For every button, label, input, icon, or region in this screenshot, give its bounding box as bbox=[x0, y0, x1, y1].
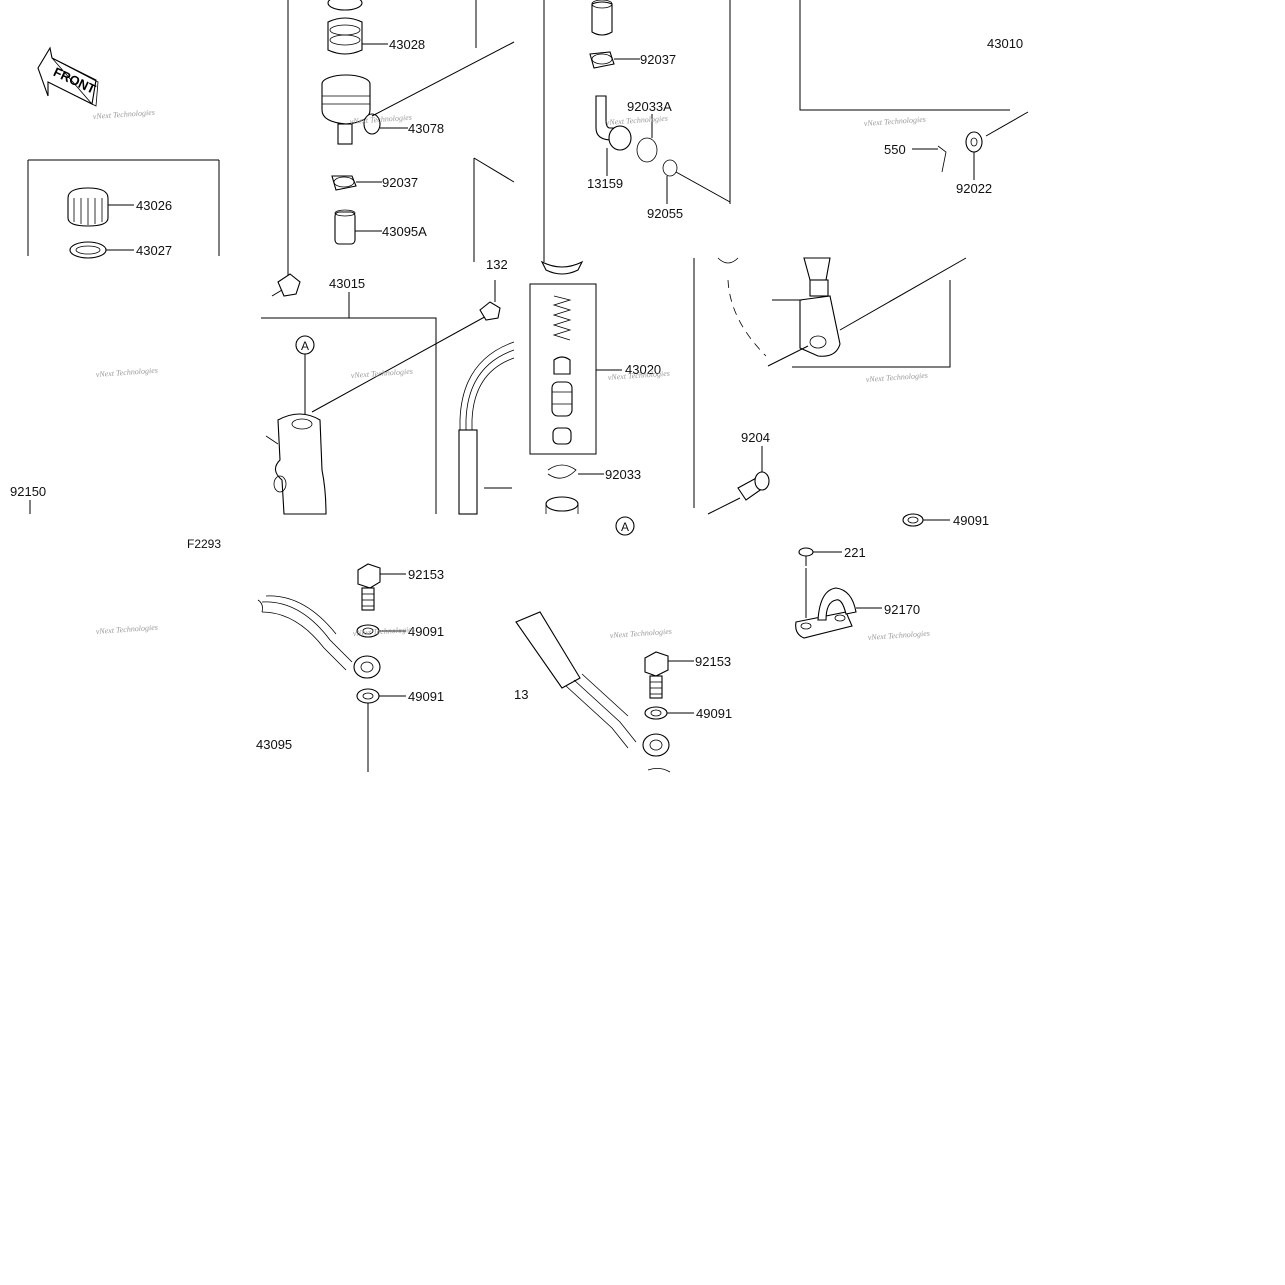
label-9204: 9204 bbox=[741, 430, 770, 445]
callout-marker-a-2: A bbox=[621, 520, 629, 534]
watermark-8: vNext Technologies bbox=[866, 371, 929, 384]
elbow-fitting-part bbox=[595, 95, 632, 176]
brake-hose-upper-part bbox=[458, 341, 515, 515]
diagram-code: F2293 bbox=[187, 537, 221, 551]
label-49091-d: 49091 bbox=[696, 706, 732, 721]
circlip-part bbox=[547, 464, 604, 479]
spring-part bbox=[552, 295, 572, 341]
label-92153-b: 92153 bbox=[695, 654, 731, 669]
label-43015: 43015 bbox=[329, 276, 365, 291]
piston-assembly-frame bbox=[529, 260, 622, 455]
banjo-bolt-b-part bbox=[644, 651, 694, 699]
callout-marker-a-2-group: A bbox=[615, 516, 635, 536]
label-43028: 43028 bbox=[389, 37, 425, 52]
snap-ring-part bbox=[636, 114, 658, 163]
o-ring-part bbox=[662, 159, 731, 204]
label-43010: 43010 bbox=[987, 36, 1023, 51]
brake-hose-lower-b-part bbox=[515, 611, 671, 773]
label-92022: 92022 bbox=[956, 181, 992, 196]
label-92037-a: 92037 bbox=[382, 175, 418, 190]
screw-221-part bbox=[798, 547, 842, 618]
label-43095: 43095 bbox=[256, 737, 292, 752]
piston-part bbox=[551, 356, 573, 445]
watermark-3: vNext Technologies bbox=[606, 114, 669, 127]
watermark-9: vNext Technologies bbox=[96, 623, 159, 636]
label-49091-c: 49091 bbox=[408, 689, 444, 704]
watermark-4: vNext Technologies bbox=[864, 115, 927, 128]
frame-lines bbox=[27, 0, 1010, 514]
banjo-bolt-a-part bbox=[357, 563, 406, 611]
diaphragm-part bbox=[327, 0, 388, 55]
washer-49091-a-part bbox=[902, 513, 950, 527]
watermark-1: vNext Technologies bbox=[93, 108, 156, 121]
label-92033: 92033 bbox=[605, 467, 641, 482]
watermark-7: vNext Technologies bbox=[608, 369, 671, 382]
label-550: 550 bbox=[884, 142, 906, 157]
label-132: 132 bbox=[486, 257, 508, 272]
label-92150: 92150 bbox=[10, 484, 46, 499]
dust-boot-part bbox=[545, 496, 579, 514]
front-arrow-icon: FRONT bbox=[37, 46, 99, 107]
label-92037-b: 92037 bbox=[640, 52, 676, 67]
watermark-10: vNext Technologies bbox=[353, 625, 416, 638]
label-43095a: 43095A bbox=[382, 224, 427, 239]
label-43078: 43078 bbox=[408, 121, 444, 136]
hose-clamp-part bbox=[331, 175, 382, 191]
label-49091-a: 49091 bbox=[953, 513, 989, 528]
cotter-pin-part bbox=[912, 145, 947, 173]
mounting-bolt-part bbox=[271, 273, 301, 297]
bolt-132-part bbox=[479, 280, 501, 321]
label-43027: 43027 bbox=[136, 243, 172, 258]
reservoir-hose-part bbox=[334, 209, 382, 245]
watermark-5: vNext Technologies bbox=[96, 366, 159, 379]
label-43026: 43026 bbox=[136, 198, 172, 213]
label-49091-b: 49091 bbox=[408, 624, 444, 639]
label-221: 221 bbox=[844, 545, 866, 560]
washer-49091-d-part bbox=[644, 706, 694, 720]
callout-marker-a-1: A bbox=[301, 339, 309, 353]
hose-guide-part bbox=[795, 587, 882, 639]
label-92153-a: 92153 bbox=[408, 567, 444, 582]
pin-9204-part bbox=[707, 446, 770, 515]
clevis-part bbox=[717, 257, 967, 367]
label-13-partial: 13 bbox=[514, 687, 528, 702]
label-43020: 43020 bbox=[625, 362, 661, 377]
part-labels: 43028 43078 92037 43095A 43026 43027 430… bbox=[10, 36, 1023, 752]
reservoir-gasket-part bbox=[69, 241, 134, 259]
washer-49091-b-part bbox=[356, 624, 406, 638]
washer-49091-c-part bbox=[356, 688, 406, 772]
push-rod-top-part bbox=[591, 0, 613, 36]
watermarks: vNext Technologies vNext Technologies vN… bbox=[93, 108, 931, 642]
watermark-2: vNext Technologies bbox=[350, 113, 413, 126]
label-13159: 13159 bbox=[587, 176, 623, 191]
watermark-12: vNext Technologies bbox=[868, 629, 931, 642]
label-92170: 92170 bbox=[884, 602, 920, 617]
watermark-6: vNext Technologies bbox=[351, 367, 414, 380]
reservoir-cap-part bbox=[67, 187, 134, 227]
master-cylinder-part: A bbox=[265, 313, 491, 515]
washer-92022-part bbox=[965, 111, 1029, 180]
brake-hose-lower-a-part bbox=[257, 595, 381, 679]
watermark-11: vNext Technologies bbox=[610, 627, 673, 640]
label-92055: 92055 bbox=[647, 206, 683, 221]
reservoir-body-part bbox=[321, 41, 515, 145]
hose-clamp-b-part bbox=[589, 51, 640, 69]
label-92033a: 92033A bbox=[627, 99, 672, 114]
